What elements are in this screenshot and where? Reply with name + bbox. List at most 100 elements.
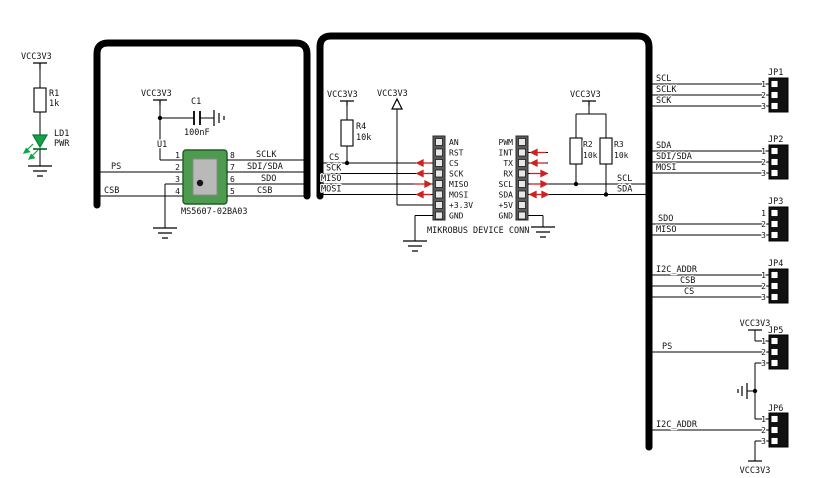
r4-ref: R4 [356,122,366,132]
jp1-pin-3: 3 [761,102,766,111]
r3-value: 10k [614,151,629,160]
vcc3v3-label: VCC3V3 [740,319,771,329]
c1-value: 100nF [184,128,210,138]
mikrobus-connector: CS SCK MISO MOSI AN RST [320,135,650,252]
net-label-sda: SDA [656,141,671,151]
resistor-r2 [569,137,583,165]
jumper-jp4: JP4 I2C_ADDR CSB CS 1 2 3 [650,258,789,304]
spi-wires [320,162,433,195]
c1-ref: C1 [191,97,201,107]
gnd-symbol [403,240,427,252]
jp5-ref: JP5 [768,326,783,336]
net-label-csb: CSB [257,186,272,196]
i2c-pullups: VCC3V3 R2 10k R3 10k [569,89,630,197]
net-label-sclk: SCLK [256,150,277,160]
arrow-right-icon [413,179,433,189]
net-label-csb: CSB [104,186,119,196]
jp6-pin-2: 2 [761,426,766,435]
arrow-left-icon [415,158,431,168]
mikrobus-pin-5v: +5V [499,201,514,210]
led-symbol [31,134,49,149]
led-indicator-circuit: VCC3V3 R1 1k LD1 PWR [20,51,71,177]
jp5-pin-1: 1 [761,337,766,346]
mikrobus-pin-pwm: PWM [499,138,514,147]
net-label-sdo: SDO [658,214,673,224]
arrow-left-icon [415,169,431,178]
net-label-miso: MISO [321,174,341,184]
jp6-pin-3: 3 [761,437,766,446]
net-label-sdo: SDO [261,174,276,184]
arrow-right-icon [530,169,549,178]
led-ref: LD1 [54,129,69,139]
mikrobus-pin-an: AN [449,138,459,147]
jp1-pin-2: 2 [761,91,766,100]
mikrobus-pin-rx: RX [503,170,513,179]
mikrobus-pin-rst: RST [449,149,464,158]
vcc-arrow-symbol [391,97,403,110]
mikrobus-pin-sck: SCK [449,170,464,179]
net-label-csb: CSB [680,276,695,286]
u1-pin-1: 1 [175,151,180,160]
u1-pin-2: 2 [175,163,180,172]
bus-left [93,39,311,209]
jp3-ref: JP3 [768,197,783,207]
led-label: PWR [54,139,70,149]
u1-pin-7: 7 [230,163,235,172]
mikrobus-pin-gnd: GND [449,212,464,221]
jp5-pin-2: 2 [761,348,766,357]
u1-part-number: MS5607-02BA03 [181,207,248,217]
jp4-pin-3: 3 [761,293,766,302]
net-label-sdi-sda: SDI/SDA [656,152,692,162]
u1-pin-8: 8 [230,151,235,160]
mikrobus-pin-mosi: MOSI [449,191,468,200]
jp4-ref: JP4 [768,259,783,269]
r1-value: 1k [49,99,59,109]
arrow-right-icon [530,179,549,189]
gnd-symbol [531,226,555,238]
r4-value: 10k [356,133,371,143]
arrow-left-icon [415,190,431,199]
net-label-miso: MISO [656,225,676,235]
net-label-sck: SCK [656,96,672,106]
u1-pin-6: 6 [230,175,235,184]
net-label-mosi: MOSI [656,163,676,173]
vcc-feed-3v3: VCC3V3 [376,88,433,206]
vcc3v3-label: VCC3V3 [377,89,408,99]
jp6-pin-1: 1 [761,415,766,424]
jp5-pin-3: 3 [761,359,766,368]
net-label-sdi-sda: SDI/SDA [247,162,283,172]
jp2-pin-1: 1 [761,147,766,156]
vcc-power-symbol [582,100,596,106]
jp4-pin-2: 2 [761,282,766,291]
vcc-power-symbol [340,100,354,106]
r1-ref: R1 [49,89,59,99]
jp3-pin-1: 1 [761,209,766,218]
gnd-symbol [153,227,177,239]
mikrobus-pin-tx: TX [503,159,513,168]
net-label-mosi: MOSI [321,185,341,195]
net-label-scl: SCL [656,74,671,84]
r4-pullup: VCC3V3 R4 10k [326,89,373,166]
jp4-pin-1: 1 [761,271,766,280]
u1-ref: U1 [157,140,167,150]
net-label-scl: SCL [617,174,632,184]
u1-pin-3: 3 [175,175,180,184]
bus-right [316,32,653,451]
mikrobus-left-header [432,135,446,221]
jp2-ref: JP2 [768,135,783,145]
net-label-cs: CS [684,287,694,297]
jumper-jp5: VCC3V3 JP5 PS 1 2 3 [650,318,789,419]
sensor-circuit: VCC3V3 C1 100nF PS CSB U1 MS5607-02BA03 … [97,88,307,239]
jp1-ref: JP1 [768,68,783,78]
jp2-pin-2: 2 [761,158,766,167]
mikrobus-pin-sda: SDA [499,191,514,200]
r3-ref: R3 [614,140,624,149]
jp1-pin-1: 1 [761,80,766,89]
mikrobus-pin-gnd2: GND [499,212,514,221]
u1-pin-4: 4 [175,187,180,196]
resistor-r3 [599,137,613,165]
vcc3v3-label: VCC3V3 [740,466,771,476]
vcc3v3-label: VCC3V3 [21,52,52,62]
jp3-pin-3: 3 [761,231,766,240]
vcc-power-symbol [33,62,47,69]
